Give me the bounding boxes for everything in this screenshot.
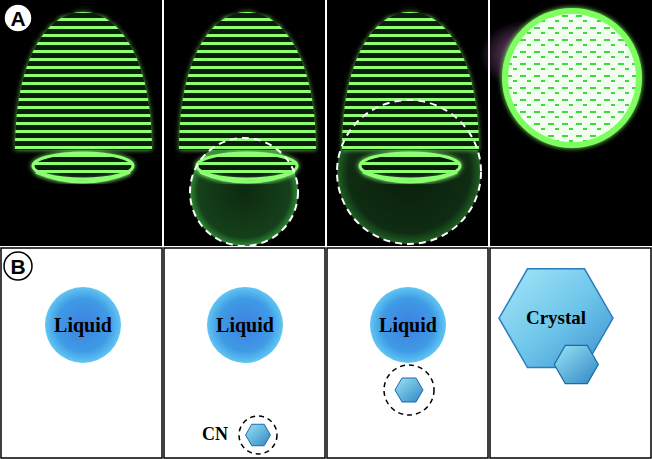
attached-crystallite (554, 345, 598, 383)
liquid-droplet: Liquid (369, 286, 447, 364)
liquid-droplet: Liquid (206, 286, 284, 364)
nucleus-hexagon (246, 424, 271, 445)
phase-label: Liquid (216, 314, 274, 336)
liquid-droplet: Liquid (44, 286, 122, 364)
droplet-fill (45, 287, 121, 363)
phase-label: Liquid (54, 314, 112, 336)
droplet-fill (370, 287, 446, 363)
crystal-hexagon-body (499, 269, 613, 368)
crystal-hexagon: Crystal (498, 268, 614, 368)
dashed-boundary (239, 416, 277, 454)
phase-label: Liquid (379, 314, 437, 336)
panel-letter: A (4, 4, 32, 32)
crystal-nucleus: CN (202, 415, 278, 455)
phase-label: Crystal (526, 308, 586, 329)
panel-letter: B (4, 252, 32, 280)
nucleus-label: CN (202, 425, 228, 445)
droplet-fill (207, 287, 283, 363)
